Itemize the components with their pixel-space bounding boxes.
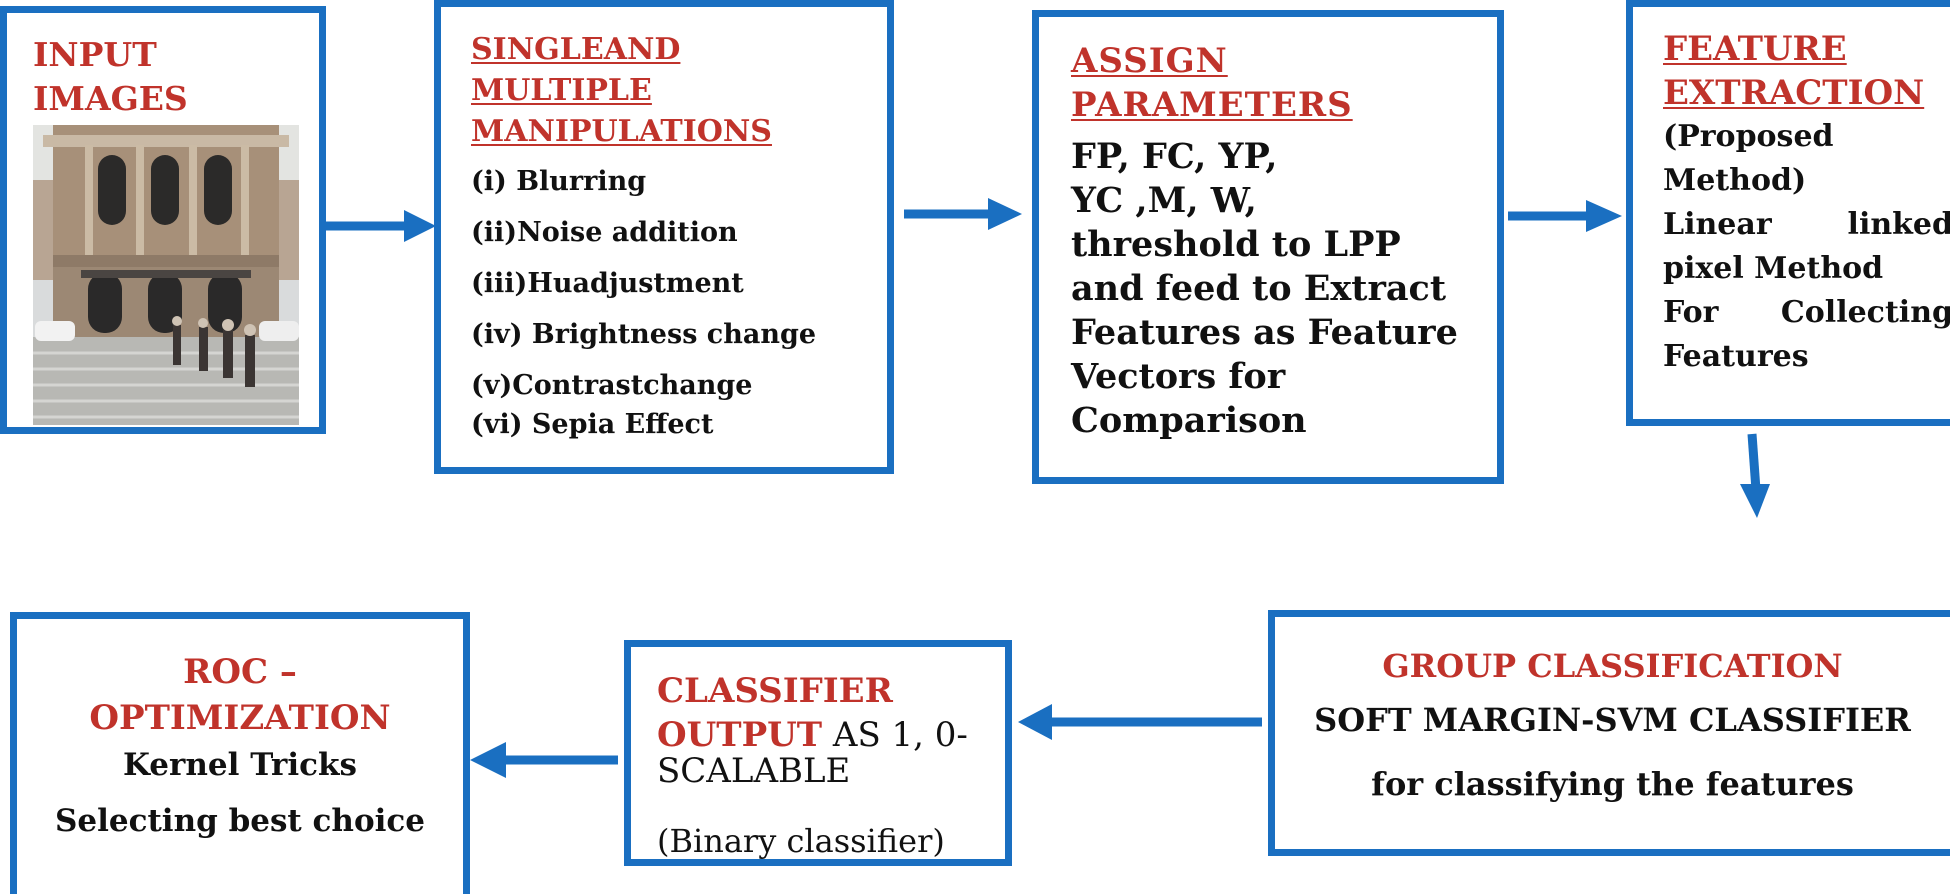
arrow-right-icon (326, 210, 436, 242)
best-choice-label: Selecting best choice (54, 803, 426, 839)
group-classification-box: GROUP CLASSIFICATION SOFT MARGIN-SVM CLA… (1268, 610, 1950, 856)
arrow-left-icon (1018, 704, 1262, 740)
feature-extraction-box: FEATURE EXTRACTION (Proposed Method) Lin… (1626, 0, 1950, 426)
input-images-box: INPUT IMAGES (0, 6, 326, 434)
building-photo (33, 125, 299, 425)
group-classification-title: GROUP CLASSIFICATION (1382, 647, 1843, 685)
binary-classifier-label: (Binary classifier) (657, 822, 945, 860)
list-item: (i) Blurring (471, 166, 647, 197)
list-item: (ii)Noise addition (471, 217, 738, 248)
kernel-tricks-label: Kernel Tricks (123, 747, 357, 783)
manipulations-list: (i) Blurring (ii)Noise addition (iii)Hua… (471, 162, 816, 456)
arrow-right-icon (1508, 200, 1622, 232)
list-item: (v)Contrastchange (471, 370, 753, 401)
list-item: (iii)Huadjustment (471, 268, 744, 299)
classifying-features-label: for classifying the features (1371, 765, 1854, 803)
arrow-left-icon (470, 742, 618, 778)
list-item: (iv) Brightness change (471, 319, 817, 350)
arrow-right-icon (904, 198, 1022, 230)
classifier-output-title: CLASSIFIER OUTPUT AS 1, 0- (657, 671, 968, 755)
classifier-output-box: CLASSIFIER OUTPUT AS 1, 0- SCALABLE (Bin… (624, 640, 1012, 866)
arrow-down-icon (1740, 433, 1770, 518)
manipulations-box: SINGLEAND MULTIPLE MANIPULATIONS (i) Blu… (434, 0, 894, 474)
svm-classifier-label: SOFT MARGIN-SVM CLASSIFIER (1314, 701, 1911, 739)
assign-parameters-body: FP, FC, YP, YC ,M, W, threshold to LPP a… (1071, 136, 1458, 441)
classifier-scalable-label: SCALABLE (657, 751, 851, 791)
assign-parameters-box: ASSIGN PARAMETERS FP, FC, YP, YC ,M, W, … (1032, 10, 1504, 484)
list-item: (vi) Sepia Effect (471, 409, 714, 440)
assign-parameters-title: ASSIGN PARAMETERS (1071, 41, 1353, 125)
roc-optimization-box: ROC – OPTIMIZATION Kernel Tricks Selecti… (10, 612, 470, 894)
manipulations-title: SINGLEAND MULTIPLE MANIPULATIONS (471, 32, 772, 149)
feature-extraction-title: FEATURE EXTRACTION (1663, 29, 1925, 113)
input-images-title: INPUT IMAGES (33, 35, 188, 118)
feature-extraction-body: (Proposed Method) Linear linked pixel Me… (1663, 119, 1950, 374)
roc-optimization-title: ROC – OPTIMIZATION (89, 652, 391, 738)
